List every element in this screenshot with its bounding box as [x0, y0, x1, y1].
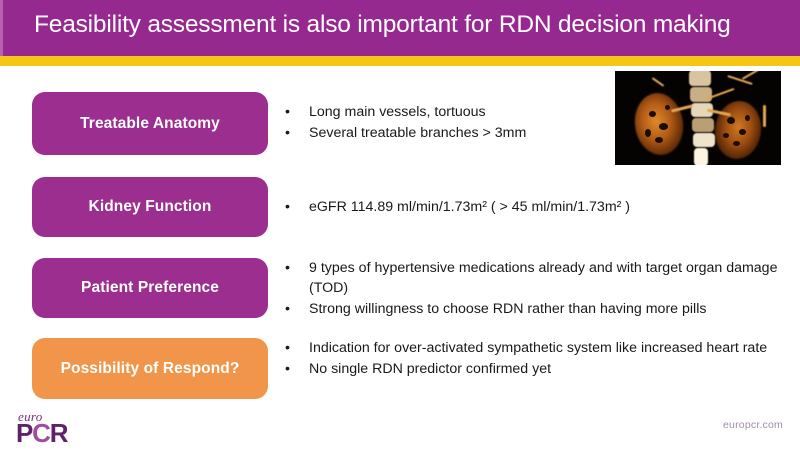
criterion-label-patient-preference[interactable]: Patient Preference: [32, 258, 268, 318]
kidney-ct-angiography-image: [615, 71, 781, 165]
ct-right-kidney: [711, 98, 765, 162]
ct-vascular-branch: [763, 105, 766, 127]
bullet-marker-icon: •: [285, 104, 290, 120]
criterion-label-treatable-anatomy[interactable]: Treatable Anatomy: [32, 92, 268, 155]
logo-glyph-c: C: [32, 418, 51, 448]
logo-glyph-p: P: [16, 418, 33, 448]
ct-texture-speck: [727, 117, 735, 124]
criterion-bullet-list: • 9 types of hypertensive medications al…: [283, 258, 783, 320]
criterion-label-possibility-of-respond[interactable]: Possibility of Respond?: [32, 338, 268, 399]
list-item: • Several treatable branches > 3mm: [283, 123, 613, 143]
bullet-marker-icon: •: [285, 340, 290, 356]
ct-aorta-segment: [693, 133, 715, 147]
criterion-label-text: Treatable Anatomy: [80, 114, 220, 132]
ct-aorta-segment: [689, 71, 711, 86]
ct-texture-speck: [655, 137, 663, 143]
ct-vascular-branch: [651, 77, 665, 87]
list-item-text: Indication for over-activated sympatheti…: [309, 340, 768, 356]
ct-texture-speck: [723, 133, 729, 138]
criterion-bullet-list: • eGFR 114.89 ml/min/1.73m² ( > 45 ml/mi…: [283, 197, 783, 218]
ct-vascular-branch: [741, 71, 761, 80]
criterion-label-text: Possibility of Respond?: [60, 359, 240, 377]
list-item: • Strong willingness to choose RDN rathe…: [283, 299, 783, 319]
logo-glyph-r: R: [49, 418, 69, 448]
ct-vascular-branch: [727, 75, 753, 85]
title-underline-rule: [0, 56, 800, 66]
criterion-bullet-list: • Long main vessels, tortuous • Several …: [283, 102, 613, 144]
bullet-marker-icon: •: [285, 301, 290, 317]
criterion-bullet-list: • Indication for over-activated sympathe…: [283, 338, 783, 380]
ct-aorta-segment: [690, 87, 712, 102]
list-item: • eGFR 114.89 ml/min/1.73m² ( > 45 ml/mi…: [283, 197, 783, 217]
list-item: • Long main vessels, tortuous: [283, 102, 613, 122]
logo-euro-text: euro: [18, 409, 43, 424]
ct-texture-speck: [665, 105, 670, 110]
bullet-marker-icon: •: [285, 125, 290, 141]
criterion-label-text: Kidney Function: [88, 198, 212, 215]
bullet-marker-icon: •: [285, 199, 290, 215]
list-item-text: eGFR 114.89 ml/min/1.73m² ( > 45 ml/min/…: [309, 199, 631, 215]
page-title: Feasibility assessment is also important…: [34, 11, 731, 38]
list-item: • 9 types of hypertensive medications al…: [283, 258, 783, 298]
criterion-label-kidney-function[interactable]: Kidney Function: [32, 177, 268, 237]
list-item: • Indication for over-activated sympathe…: [283, 338, 783, 358]
ct-texture-speck: [659, 123, 668, 130]
ct-texture-speck: [745, 115, 750, 121]
criterion-label-text: Patient Preference: [81, 279, 219, 296]
ct-texture-speck: [733, 141, 740, 146]
list-item-text: 9 types of hypertensive medications alre…: [309, 260, 778, 296]
ct-aorta-segment: [694, 148, 708, 165]
footer-website-url: europcr.com: [723, 419, 783, 431]
ct-aorta-segment: [691, 103, 713, 117]
ct-texture-speck: [739, 129, 746, 135]
list-item: • No single RDN predictor confirmed yet: [283, 359, 783, 379]
title-banner-edge-strip: [0, 0, 3, 56]
ct-aorta-segment: [692, 118, 714, 132]
list-item-text: Several treatable branches > 3mm: [309, 125, 527, 141]
list-item-text: No single RDN predictor confirmed yet: [309, 361, 552, 377]
bullet-marker-icon: •: [285, 361, 290, 377]
logo-pcr-text: PCR: [16, 418, 69, 448]
ct-texture-speck: [645, 129, 651, 137]
title-banner: [3, 0, 800, 56]
list-item-text: Long main vessels, tortuous: [309, 104, 486, 120]
list-item-text: Strong willingness to choose RDN rather …: [309, 301, 707, 317]
bullet-marker-icon: •: [285, 260, 290, 276]
europcr-logo: euro PCR: [16, 409, 108, 448]
ct-texture-speck: [649, 111, 656, 117]
